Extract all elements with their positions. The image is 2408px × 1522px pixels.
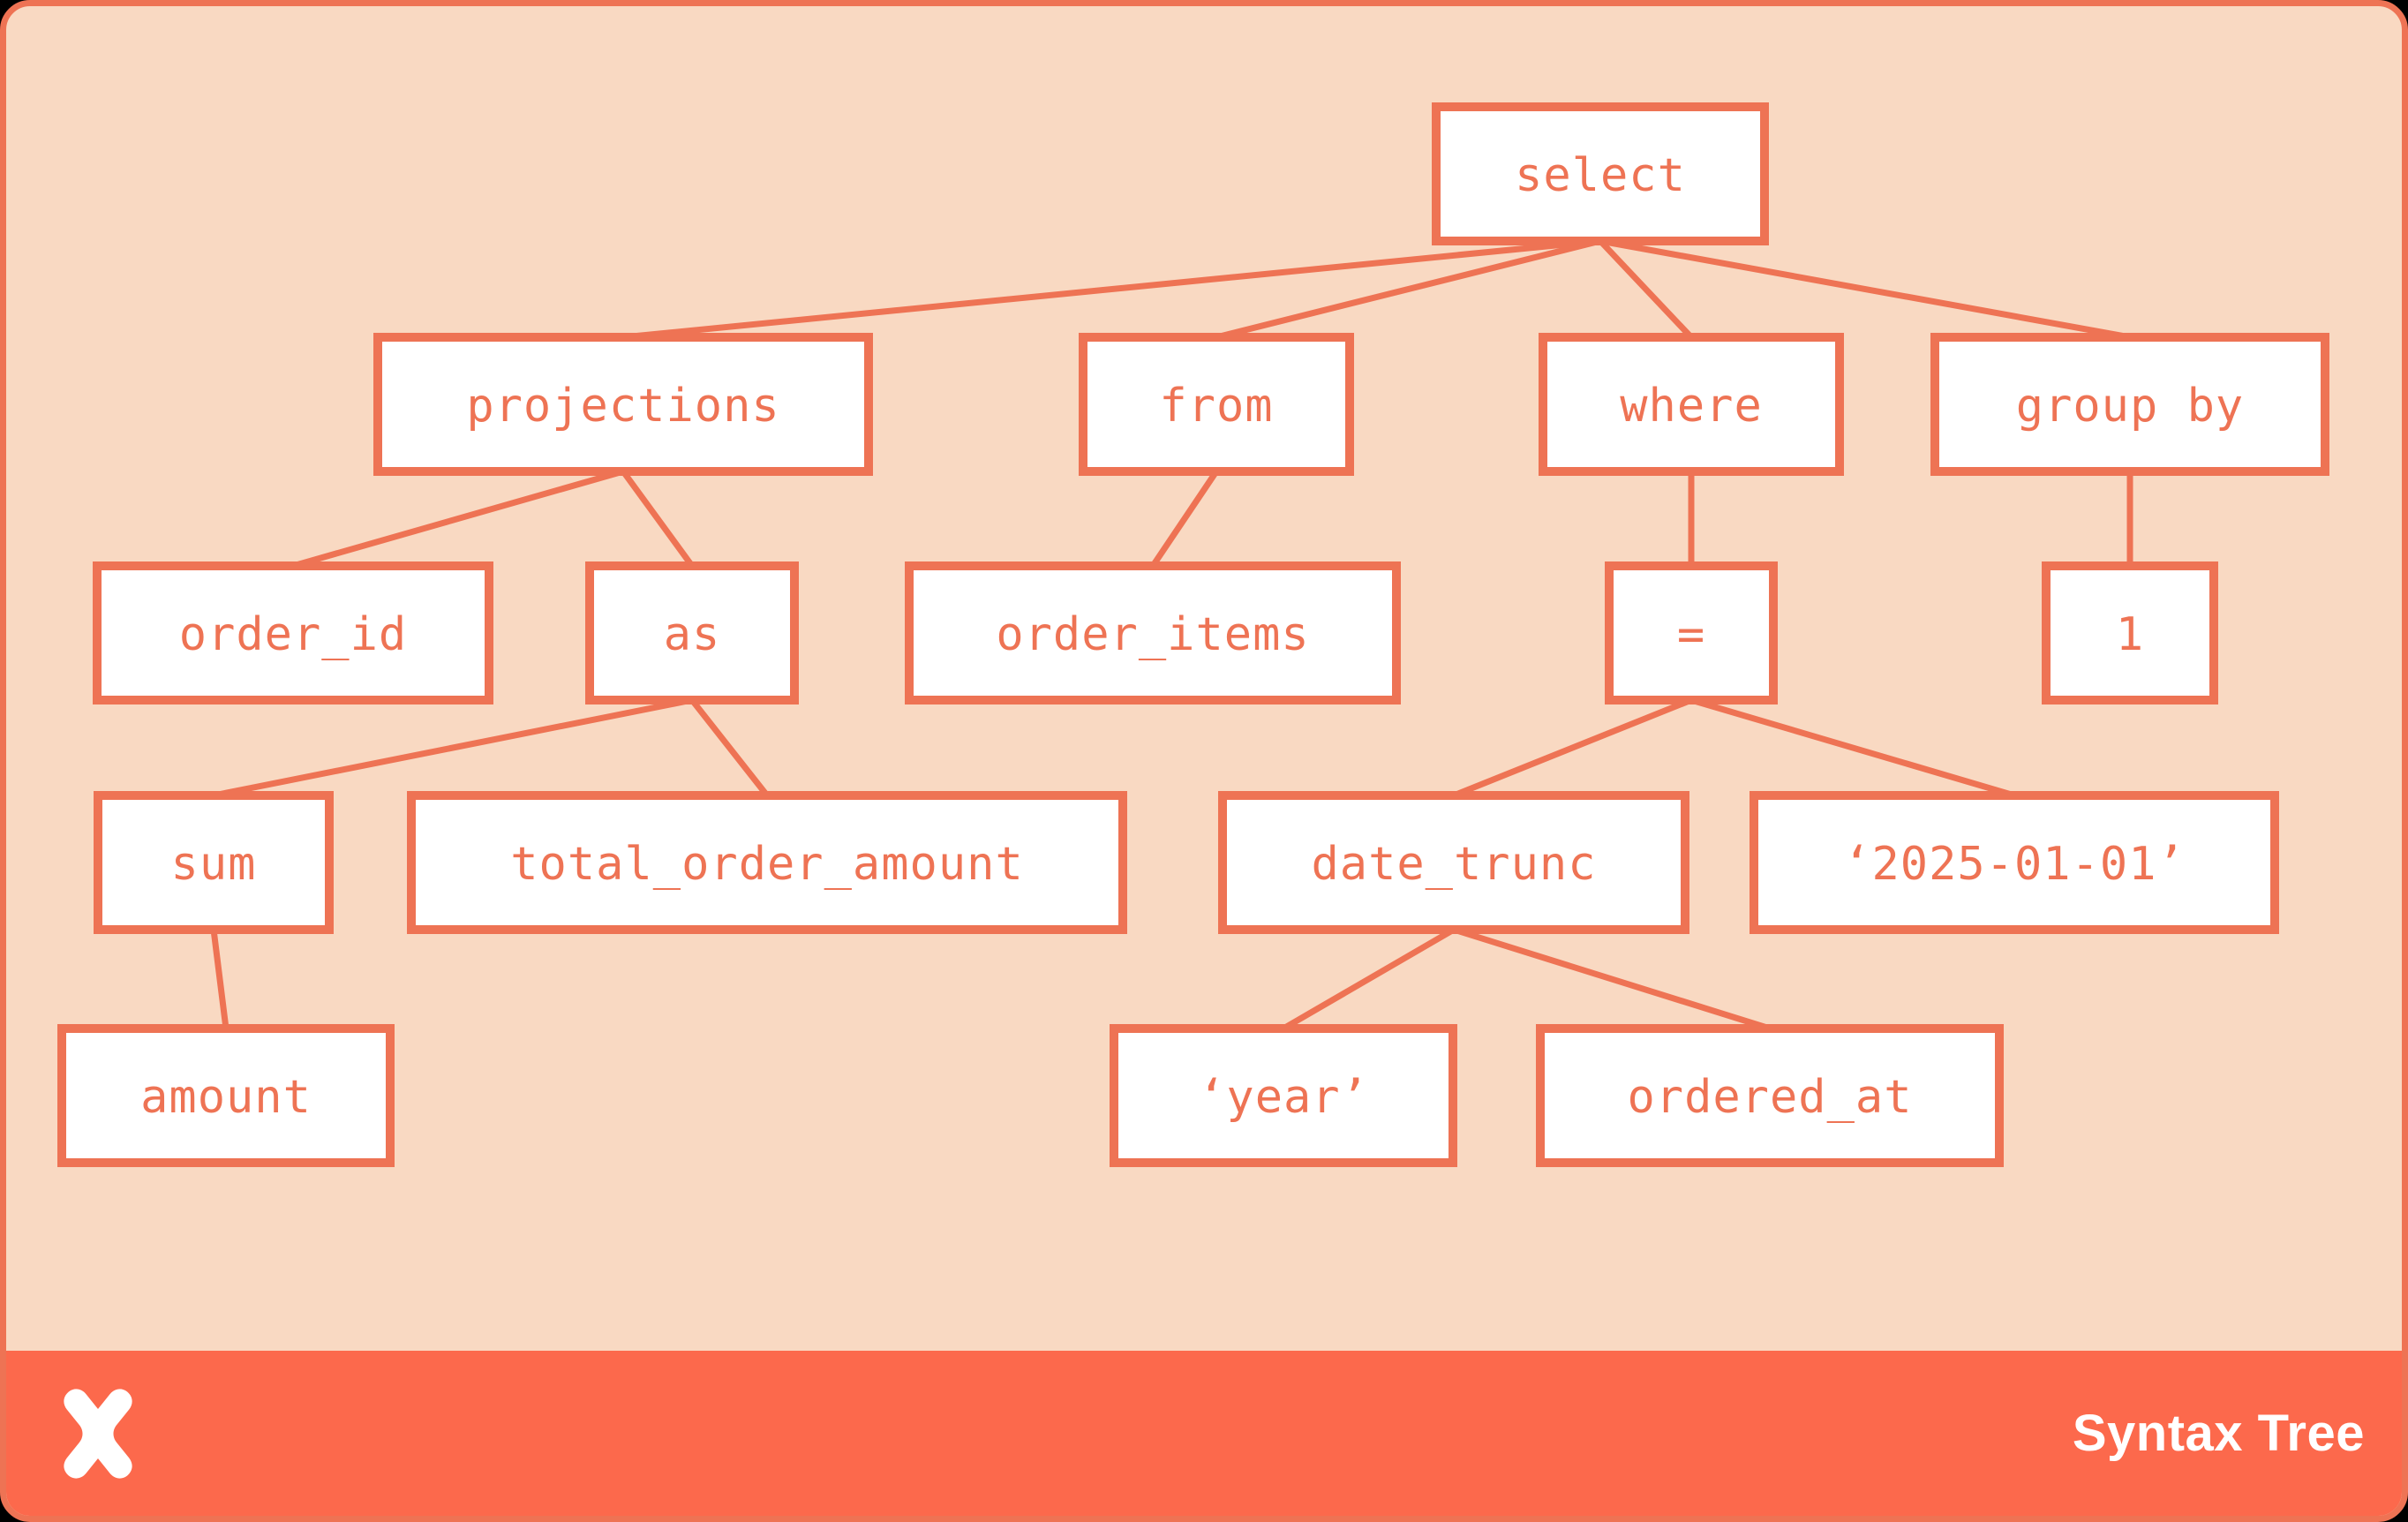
node-box [373,333,873,476]
tree-node-date_literal[interactable]: ‘2025-01-01’ [1750,791,2279,934]
tree-node-where[interactable]: where [1539,333,1844,476]
tree-edge [1282,926,1456,1032]
node-label: sum [171,838,257,891]
node-label: ‘year’ [1198,1071,1369,1124]
node-label: order_items [996,608,1309,661]
tree-edge [210,929,230,1029]
tree-edge [292,468,624,569]
tree-edge [621,469,695,569]
tree-edge [1452,697,1693,799]
node-box [905,561,1401,704]
node-label: ‘2025-01-01’ [1843,838,2186,891]
node-box [1605,561,1778,704]
tree-node-total_order_amount[interactable]: total_order_amount [407,791,1127,934]
tree-node-from[interactable]: from [1079,333,1354,476]
tree-canvas: select projections from where group by order_… [6,6,2402,1357]
node-label: total_order_amount [510,838,1024,891]
node-box [585,561,799,704]
node-box [1079,333,1354,476]
node-box [2042,561,2218,704]
tree-edge [1690,697,2015,799]
node-box [1536,1024,2004,1167]
node-label: 1 [2116,608,2144,661]
tree-node-sum[interactable]: sum [94,791,334,934]
node-box [1110,1024,1457,1167]
tree-edge [1215,237,1601,341]
node-label: order_id [179,608,407,661]
tree-node-select[interactable]: select [1432,102,1769,245]
node-box [1750,791,2279,934]
tree-node-group_by[interactable]: group by [1930,333,2329,476]
node-box [1930,333,2329,476]
tree-node-one[interactable]: 1 [2042,561,2218,704]
footer-bar: Syntax Tree [6,1351,2402,1516]
node-box [93,561,493,704]
tree-node-projections[interactable]: projections [373,333,873,476]
node-label: where [1620,380,1763,433]
tree-edges [210,237,2133,1032]
node-box [1218,791,1689,934]
node-box [94,791,334,934]
tree-edge [1598,238,1694,340]
node-label: group by [2016,380,2244,433]
tree-node-eq[interactable]: = [1605,561,1778,704]
node-label: as [664,608,721,661]
tree-edge [1599,237,2131,341]
node-box [407,791,1127,934]
node-label: projections [466,380,779,433]
node-box [1432,102,1769,245]
node-box [57,1024,395,1167]
node-label: from [1159,380,1273,433]
tree-edge [213,697,693,799]
tree-node-as[interactable]: as [585,561,799,704]
x-star-logo-icon [64,1388,132,1479]
tree-node-order_items[interactable]: order_items [905,561,1401,704]
tree-node-date_trunc[interactable]: date_trunc [1218,791,1689,934]
tree-node-year_literal[interactable]: ‘year’ [1110,1024,1457,1167]
node-label: amount [140,1071,312,1124]
tree-edge [1150,470,1219,568]
node-label: select [1515,149,1686,202]
node-label: date_trunc [1311,838,1596,891]
tree-nodes: select projections from where group by order_… [57,102,2329,1167]
tree-node-order_id[interactable]: order_id [93,561,493,704]
node-label: = [1677,608,1705,661]
node-box [1539,333,1844,476]
tree-svg: select projections from where group by order_… [57,102,2329,1167]
tree-node-amount[interactable]: amount [57,1024,395,1167]
footer-title: Syntax Tree [2072,1405,2365,1462]
tree-edge [1452,926,1772,1032]
tree-edge [689,697,770,798]
tree-node-ordered_at[interactable]: ordered_at [1536,1024,2004,1167]
tree-edge [622,237,1601,341]
node-label: ordered_at [1627,1071,1912,1124]
